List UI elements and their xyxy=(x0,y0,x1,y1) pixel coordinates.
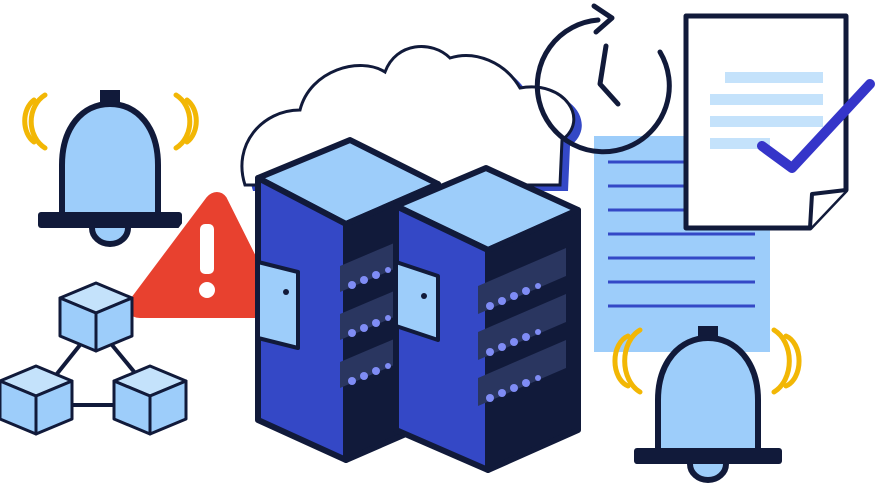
bell-icon xyxy=(22,90,199,247)
network-cube-left xyxy=(0,364,74,436)
server-rack-right xyxy=(393,165,581,473)
bell-icon xyxy=(612,326,802,483)
document-checkmark-icon xyxy=(683,13,875,231)
network-cubes-icon xyxy=(0,281,188,436)
network-cube-right xyxy=(112,364,188,436)
clock-refresh-icon xyxy=(534,3,672,155)
network-cube-top xyxy=(58,281,134,353)
